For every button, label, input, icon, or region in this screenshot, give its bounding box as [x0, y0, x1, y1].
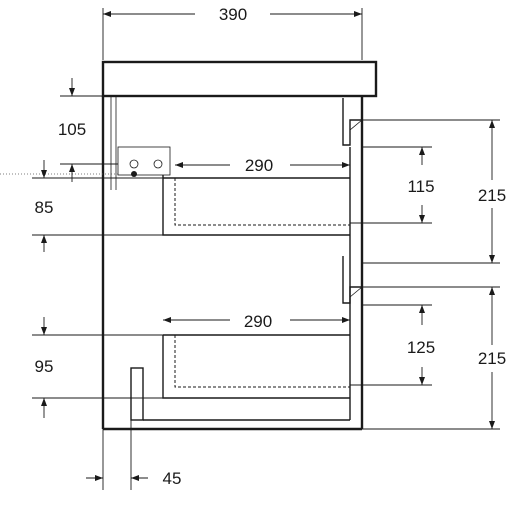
cabinet-body [101, 60, 378, 431]
lower-drawer-dashed [174, 335, 350, 388]
dim-105-label: 105 [58, 120, 86, 139]
lower-runner-diag [349, 286, 363, 298]
dim-45-label: 45 [163, 469, 182, 488]
dim-215-bottom-label: 215 [478, 349, 506, 368]
countertop [101, 60, 378, 98]
bottom-left-post [130, 367, 144, 421]
upper-drawer-runner [342, 98, 362, 146]
dim-125-label: 125 [407, 338, 435, 357]
dim-105: 105 [58, 78, 118, 182]
upper-drawer-dashed [174, 178, 350, 226]
siphon-bracket [0, 96, 171, 190]
dim-215-top: 215 [362, 119, 506, 264]
dim-lower-290: 290 [163, 312, 350, 331]
dim-95-label: 95 [35, 357, 54, 376]
dim-115-label: 115 [407, 177, 434, 196]
dim-215-bottom: 215 [362, 286, 506, 430]
dim-390-label: 390 [219, 5, 247, 24]
dim-overall-width: 390 [102, 5, 363, 60]
dim-upper-290: 290 [175, 156, 350, 175]
dim-lower-290-label: 290 [244, 312, 272, 331]
lower-drawer [130, 256, 363, 421]
lower-drawer-runner [342, 256, 362, 304]
dim-85-label: 85 [35, 198, 54, 217]
siphon-box [117, 146, 171, 176]
siphon-hole-right [153, 159, 163, 169]
siphon-drain-dot [131, 171, 137, 177]
upper-drawer-outline [162, 175, 350, 236]
dim-45: 45 [86, 420, 181, 490]
dim-115: 115 [350, 146, 435, 224]
dim-upper-290-label: 290 [245, 156, 273, 175]
upper-runner-diag [349, 119, 363, 131]
lower-drawer-outline [162, 335, 350, 399]
upper-drawer [162, 98, 363, 236]
dim-95: 95 [32, 317, 163, 418]
dim-85: 85 [32, 160, 163, 252]
dim-125: 125 [350, 304, 435, 386]
dim-215-top-label: 215 [478, 186, 506, 205]
siphon-hole-left [129, 159, 139, 169]
